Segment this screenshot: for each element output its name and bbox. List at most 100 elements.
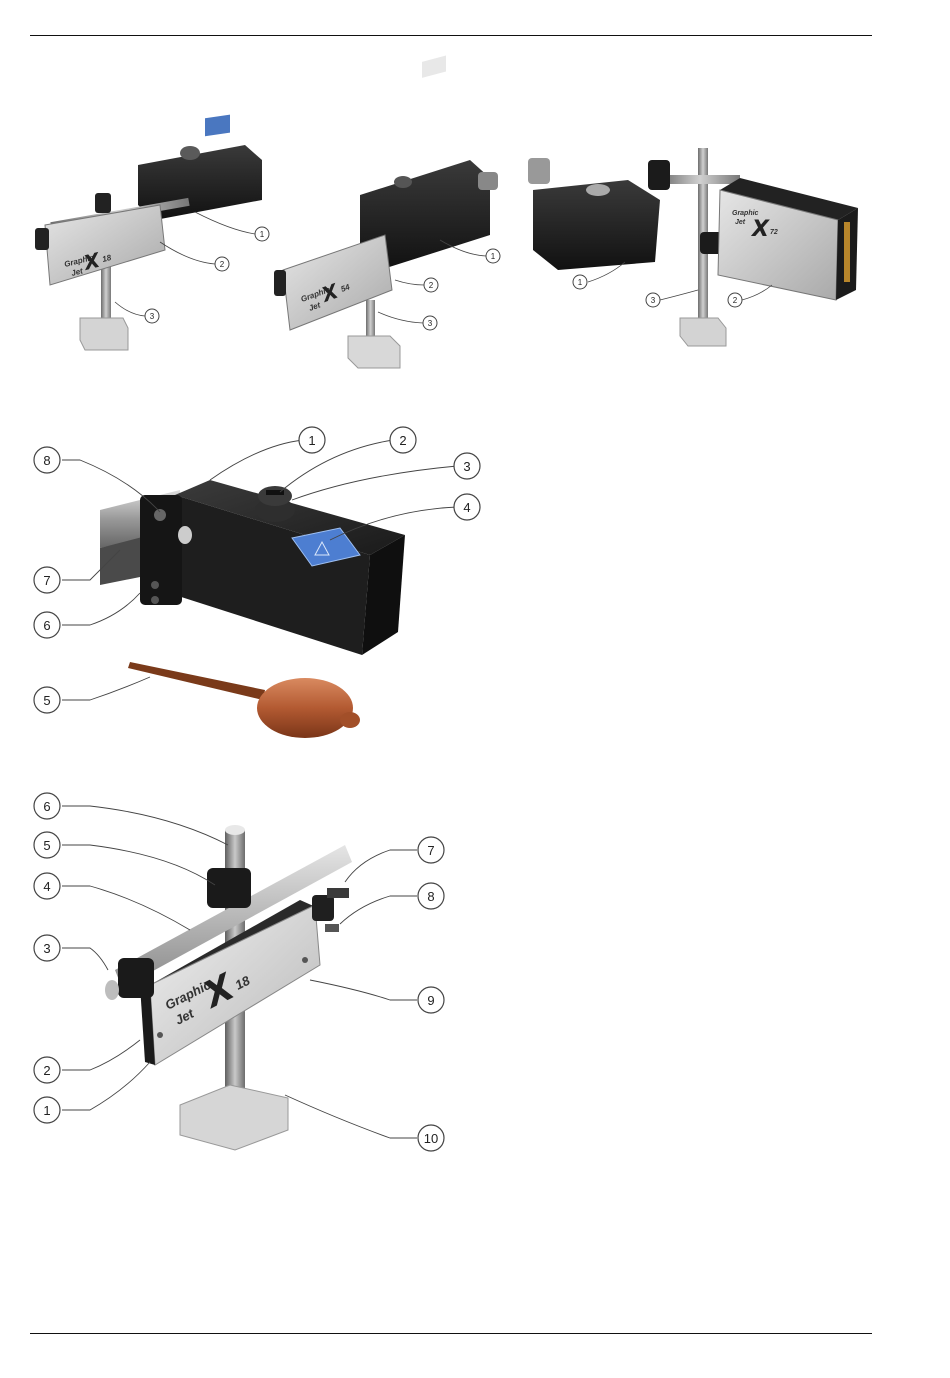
callout-1: 1 [486,249,500,263]
cap [258,486,292,506]
svg-text:3: 3 [463,459,470,474]
svg-text:1: 1 [578,278,583,287]
callout-3: 3 [646,293,660,307]
header-rule [30,35,872,36]
svg-text:9: 9 [427,993,434,1008]
clamp-block [35,228,49,250]
callout-9: 9 [418,987,444,1013]
svg-text:8: 8 [427,889,434,904]
callout-5: 5 [34,687,60,713]
printhead-72-assembly: Graphic Jet X 72 [528,148,858,346]
cross-clamp [207,868,251,908]
cable-7 [327,888,349,898]
callout-6: 6 [34,612,60,638]
callout-4: 4 [34,873,60,899]
svg-text:2: 2 [220,260,225,269]
svg-text:1: 1 [308,433,315,448]
pump-nozzle [128,662,265,700]
valve-knob [586,184,610,196]
callout-7: 7 [34,567,60,593]
svg-text:8: 8 [43,453,50,468]
fitting-8 [325,924,339,932]
callout-2: 2 [215,257,229,271]
end-clamp [118,958,154,998]
callout-6: 6 [34,793,60,819]
rear-connector [312,895,334,921]
valve-knob [394,176,412,188]
svg-text:5: 5 [43,838,50,853]
connector [478,172,498,190]
label-plate [422,55,446,77]
plate-screw [302,957,308,963]
svg-text:4: 4 [43,879,50,894]
connector [528,158,550,184]
svg-text:7: 7 [427,843,434,858]
callout-3: 3 [145,309,159,323]
svg-text:2: 2 [733,296,738,305]
svg-text:2: 2 [43,1063,50,1078]
base-block [80,318,128,350]
svg-text:3: 3 [150,312,155,321]
plate-screw [157,1032,163,1038]
callout-8: 8 [34,447,60,473]
base-block [680,318,726,346]
svg-text:6: 6 [43,799,50,814]
mount-illustration: Graphic Jet X 18 [105,825,352,1150]
valve-knob [180,146,200,160]
post-top [225,825,245,835]
callout-1: 1 [299,427,325,453]
callout-2: 2 [728,293,742,307]
printhead-54-assembly: Graphic Jet X 54 [274,55,498,368]
svg-text:1: 1 [260,230,265,239]
bulb-pump [128,662,360,738]
base-block [180,1085,288,1150]
callout-4: 4 [454,494,480,520]
callout-3: 3 [423,316,437,330]
pump-bulb [257,678,353,738]
brand-model: 72 [770,229,778,236]
svg-text:6: 6 [43,618,50,633]
figure-ink-tank-detail: 1 2 3 4 5 6 7 8 [0,420,520,750]
knob-end [178,526,192,544]
svg-text:1: 1 [491,252,496,261]
callout-3: 3 [454,453,480,479]
callout-2: 2 [34,1057,60,1083]
callout-1: 1 [34,1097,60,1123]
svg-text:1: 1 [43,1103,50,1118]
figure-printhead-mount-detail: Graphic Jet X 18 6 5 4 3 2 1 7 8 9 10 [0,790,480,1160]
nozzle-strip [844,222,850,282]
brand-x-logo: X [750,217,770,242]
svg-text:3: 3 [428,319,433,328]
clamp-block [648,160,670,190]
brand-jet: Jet [735,219,746,226]
warning-label [205,115,230,137]
ink-tank-illustration [100,480,405,655]
callout-1: 1 [255,227,269,241]
callout-10: 10 [418,1125,444,1151]
callout-2: 2 [390,427,416,453]
svg-text:2: 2 [429,281,434,290]
base-block [348,336,400,368]
clamp-screw [151,581,159,589]
callout-7: 7 [418,837,444,863]
brand-graphic: Graphic [732,210,759,217]
callout-3: 3 [34,935,60,961]
clamp-screw [154,509,166,521]
pump-end [340,712,360,728]
callout-5: 5 [34,832,60,858]
svg-text:10: 10 [424,1131,438,1146]
rail [660,175,740,184]
callout-1: 1 [573,275,587,289]
callout-8: 8 [418,883,444,909]
svg-text:7: 7 [43,573,50,588]
svg-text:5: 5 [43,693,50,708]
svg-text:2: 2 [399,433,406,448]
adjust-knob [105,980,119,1000]
svg-text:3: 3 [651,296,656,305]
svg-text:3: 3 [43,941,50,956]
callout-2: 2 [424,278,438,292]
printhead-plate [283,235,392,330]
clamp-screw [151,596,159,604]
footer-rule [30,1333,872,1334]
svg-text:4: 4 [463,500,470,515]
